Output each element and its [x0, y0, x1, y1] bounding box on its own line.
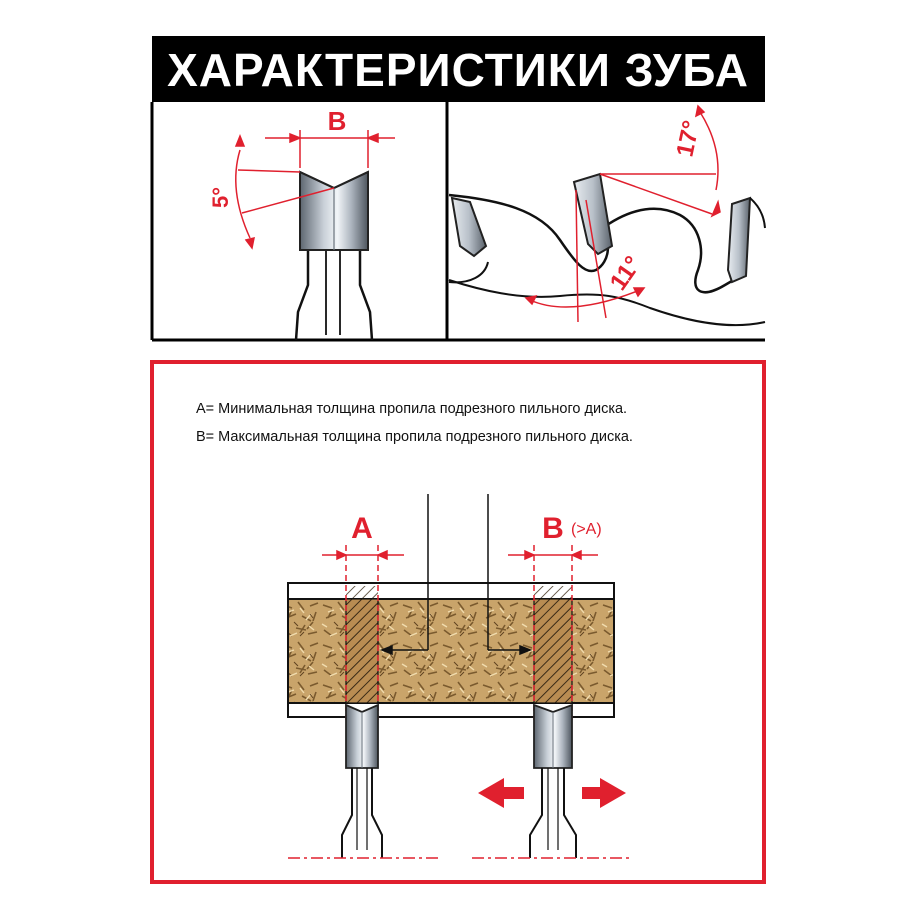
description-line-b: B= Максимальная толщина пропила подрезно…: [196, 429, 633, 445]
angle-5-indicator: [234, 133, 335, 250]
description-line-a: A= Минимальная толщина пропила подрезног…: [196, 401, 627, 417]
width-b-label: B: [328, 106, 347, 136]
top-panel-frame: [150, 102, 765, 342]
dimension-b-label: B: [542, 512, 564, 545]
angle-5-label: 5°: [208, 187, 233, 208]
dimension-b-note: (>A): [571, 521, 602, 538]
angle-11-indicator: [524, 189, 646, 323]
dimension-a: [322, 545, 404, 720]
angle-17-indicator: [599, 104, 721, 218]
bottom-panel-frame: [150, 360, 766, 884]
dimension-b: [508, 545, 598, 720]
tooth-front-view: B 5°: [208, 106, 395, 341]
title-bar: ХАРАКТЕРИСТИКИ ЗУБА: [152, 36, 765, 102]
angle-17-label: 17°: [671, 118, 705, 159]
adjustment-double-arrow-icon: [478, 778, 626, 808]
page-title: ХАРАКТЕРИСТИКИ ЗУБА: [167, 44, 749, 96]
dimension-a-label: A: [351, 512, 373, 545]
board: [287, 582, 615, 718]
scoring-blade-a: [341, 703, 383, 858]
width-b-dimension: [265, 130, 395, 168]
main-saw-indicator: [379, 494, 533, 656]
scoring-blade-b: [529, 703, 577, 858]
blade-side-view: 17° 11°: [448, 104, 766, 327]
